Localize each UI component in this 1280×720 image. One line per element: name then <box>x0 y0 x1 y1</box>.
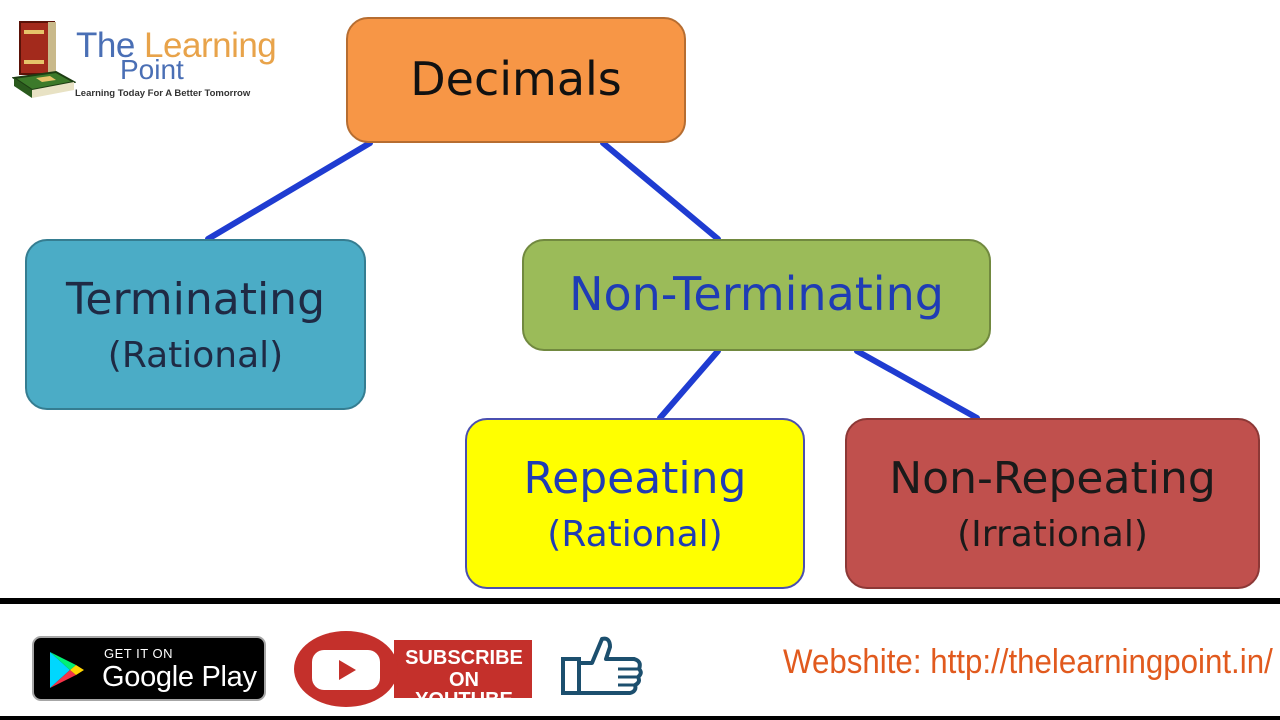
edge-non-terminating-repeating <box>657 348 721 421</box>
node-non-repeating-label: Non-Repeating <box>889 452 1216 504</box>
logo-title-the: The <box>76 26 145 65</box>
bottom-border <box>0 716 1280 720</box>
node-repeating-sublabel: (Rational) <box>547 513 723 555</box>
edge-decimals-terminating <box>205 140 373 242</box>
edge-non-terminating-non-repeating <box>854 348 980 421</box>
google-play-small-text: GET IT ON <box>104 646 174 661</box>
node-non-repeating: Non-Repeating (Irrational) <box>845 418 1260 589</box>
node-terminating-label: Terminating <box>65 273 325 325</box>
subscribe-youtube-badge[interactable]: SUBSCRIBE ON YOUTUBE <box>294 631 536 711</box>
youtube-play-icon <box>312 650 380 690</box>
logo-title-point: Point <box>120 54 184 85</box>
google-play-big-text: Google Play <box>102 661 257 693</box>
node-repeating-label: Repeating <box>523 452 747 504</box>
youtube-banner <box>394 640 532 698</box>
logo-title: The Learning <box>76 26 277 65</box>
google-play-icon <box>50 652 84 688</box>
node-non-repeating-sublabel: (Irrational) <box>957 513 1148 555</box>
node-terminating-sublabel: (Rational) <box>107 334 284 376</box>
node-repeating: Repeating (Rational) <box>465 418 805 589</box>
google-play-badge[interactable]: GET IT ON Google Play <box>32 636 266 701</box>
node-non-terminating: Non-Terminating <box>522 239 991 351</box>
logo-tagline: Learning Today For A Better Tomorrow <box>75 88 251 99</box>
thumbs-up-icon[interactable] <box>560 633 646 697</box>
node-non-terminating-label: Non-Terminating <box>569 267 944 322</box>
node-terminating: Terminating (Rational) <box>25 239 366 410</box>
footer-divider <box>0 598 1280 604</box>
youtube-subscribe-text: SUBSCRIBE <box>405 647 523 669</box>
node-decimals: Decimals <box>346 17 686 143</box>
logo: The Learning Point Learning Today For A … <box>8 14 288 109</box>
website-url[interactable]: Webshite: http://thelearningpoint.in/ <box>783 643 1273 681</box>
node-decimals-label: Decimals <box>410 52 622 107</box>
logo-title-learning: Learning <box>144 26 277 65</box>
youtube-on-youtube-text: ON YOUTUBE <box>415 669 513 711</box>
books-icon <box>12 21 76 98</box>
diagram-connectors <box>205 140 980 421</box>
edge-decimals-non-terminating <box>600 140 721 242</box>
